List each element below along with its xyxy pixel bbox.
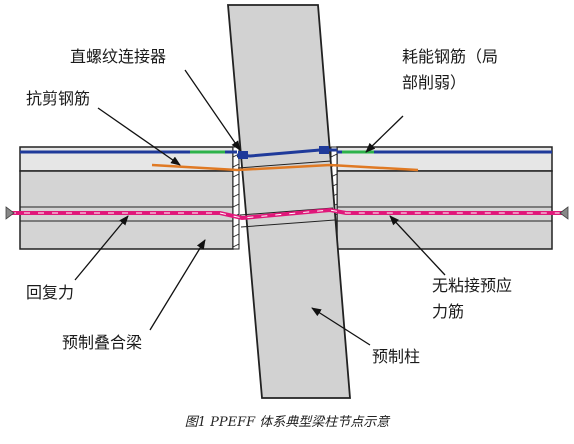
leader-restoring xyxy=(74,215,129,281)
leader-lines xyxy=(74,69,446,346)
leader-coupler xyxy=(184,69,241,151)
coupler-left xyxy=(238,151,248,159)
tendon-anchor-right xyxy=(559,206,569,220)
energy-rebar xyxy=(20,146,552,159)
right-beam-body xyxy=(336,170,553,250)
coupler-right xyxy=(319,146,329,154)
right-beam xyxy=(336,146,553,250)
tendon-line xyxy=(10,207,564,221)
left-beam xyxy=(19,146,234,250)
column-group xyxy=(227,4,351,399)
label-column: 预制柱 xyxy=(372,347,420,366)
label-coupler: 直螺纹连接器 xyxy=(70,47,166,66)
left-beam-body xyxy=(19,170,234,250)
label-tendon-1: 无粘接预应 xyxy=(432,276,512,295)
precast-column xyxy=(227,4,351,399)
label-shear-rebar: 抗剪钢筋 xyxy=(26,89,90,108)
leader-beam xyxy=(149,239,206,331)
leader-column xyxy=(311,307,371,346)
label-restoring-force: 回复力 xyxy=(26,283,74,302)
figure-caption: 图1 PPEFF 体系典型梁柱节点示意 xyxy=(185,414,392,430)
left-interface xyxy=(232,146,240,250)
tendon-anchor-left xyxy=(5,206,15,220)
label-energy-rebar-2: 部削弱） xyxy=(402,73,466,92)
shear-rebar xyxy=(151,163,419,172)
label-energy-rebar-1: 耗能钢筋（局 xyxy=(402,47,498,66)
leader-energy xyxy=(365,115,404,153)
label-tendon-2: 力筋 xyxy=(432,302,464,321)
tendon xyxy=(5,206,569,221)
leader-shear xyxy=(97,107,181,166)
label-composite-beam: 预制叠合梁 xyxy=(62,333,142,352)
leader-tendon xyxy=(389,215,446,276)
